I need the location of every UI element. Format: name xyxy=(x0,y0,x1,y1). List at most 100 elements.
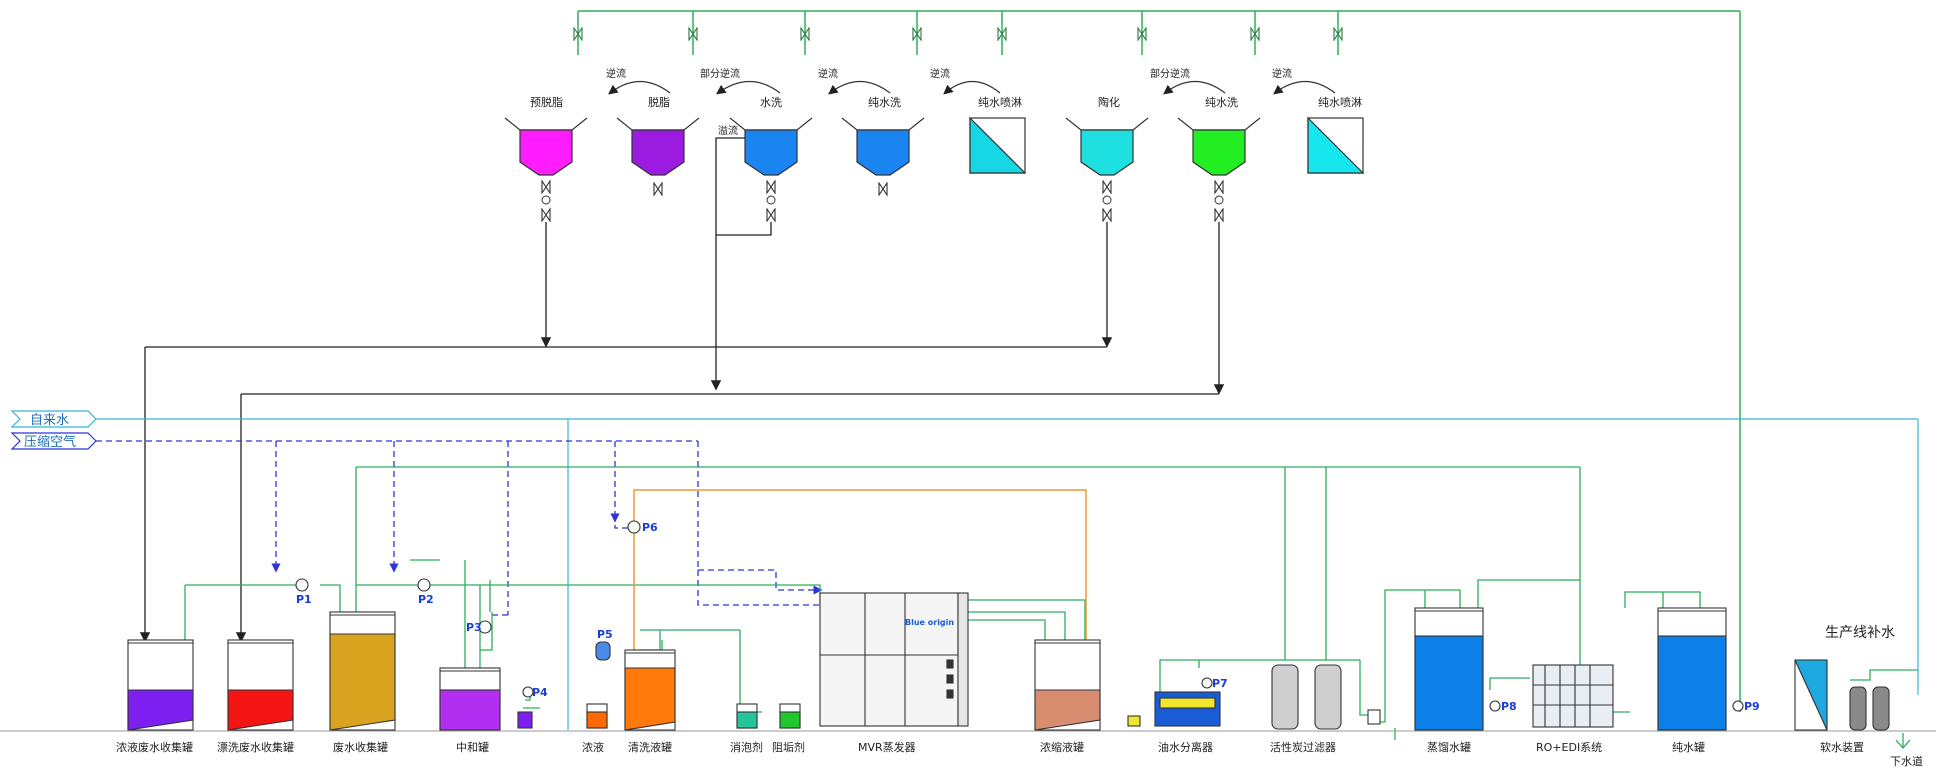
label-antiscalant: 阻垢剂 xyxy=(772,740,805,754)
pump-icon[interactable] xyxy=(595,641,611,661)
tank-label: 纯水洗 xyxy=(1205,96,1238,109)
label-mvr: MVR蒸发器 xyxy=(858,740,916,754)
pure-water-spray-2 xyxy=(1307,116,1365,174)
valve-icon[interactable] xyxy=(766,208,776,222)
neutral-tank xyxy=(439,667,533,731)
pump-icon[interactable] xyxy=(478,620,492,634)
label-rinse-tank: 漂洗废水收集罐 xyxy=(217,740,294,754)
softener xyxy=(1794,659,1890,731)
oil-separator xyxy=(1127,691,1221,727)
pump-icon[interactable] xyxy=(417,578,431,592)
valve-icon[interactable] xyxy=(1102,208,1112,222)
compressed-air-label: 压缩空气 xyxy=(24,434,76,450)
valve-icon[interactable] xyxy=(1214,208,1224,222)
tank-label: 陶化 xyxy=(1098,95,1120,109)
degrease-tank xyxy=(616,117,700,176)
tank-label: 纯水喷淋 xyxy=(1318,96,1362,109)
pump-icon[interactable] xyxy=(1489,700,1501,712)
valve-icon[interactable] xyxy=(878,182,888,196)
flow-label: 部分逆流 xyxy=(1150,67,1190,80)
pump-label: P3 xyxy=(466,621,482,634)
compressed-air-source: 压缩空气 xyxy=(10,432,823,616)
pump-label: P8 xyxy=(1501,700,1517,713)
pump-label: P7 xyxy=(1212,677,1228,690)
pure-water-spray-1 xyxy=(969,116,1027,174)
valve-icon[interactable] xyxy=(541,180,551,194)
label-clean-tank: 清洗液罐 xyxy=(628,740,672,754)
water-wash-tank xyxy=(729,117,813,176)
pre-degrease-tank xyxy=(504,117,588,176)
concentrate-tank xyxy=(1034,639,1101,731)
pure-water-header xyxy=(577,10,1741,712)
tap-water-label: 自来水 xyxy=(30,413,69,428)
tank-label: 脱脂 xyxy=(648,95,670,109)
cleaning-tank xyxy=(624,649,676,731)
mvr-brand: Blue origin xyxy=(905,618,954,627)
waste-collect-tank xyxy=(329,611,396,731)
pump-label: P4 xyxy=(532,686,548,699)
tank-outlet-valves xyxy=(541,180,1224,222)
counterflow-arcs xyxy=(608,81,1336,95)
drain-lines xyxy=(139,137,1225,643)
flow-label: 逆流 xyxy=(606,67,626,80)
pure-water-wash-tank xyxy=(841,117,925,176)
rinse-waste-tank xyxy=(227,639,294,731)
pump-label: P6 xyxy=(642,521,658,534)
pretreatment-tanks xyxy=(504,116,1365,176)
label-conc-tank: 浓液废水收集罐 xyxy=(116,740,193,754)
valve-icon[interactable] xyxy=(1214,180,1224,194)
antiscalant-drum xyxy=(779,703,801,729)
label-oil-sep: 油水分离器 xyxy=(1158,740,1213,754)
carbon-filters xyxy=(1271,664,1381,730)
pump-icon[interactable] xyxy=(1201,677,1213,689)
label-conc-liquid: 浓液 xyxy=(582,740,604,754)
conc-waste-tank xyxy=(127,639,194,731)
pump-icon[interactable] xyxy=(522,686,534,698)
pump-icon[interactable] xyxy=(295,578,309,592)
conc-liquid-drum xyxy=(586,703,608,729)
label-ro-edi: RO+EDI系统 xyxy=(1536,741,1602,754)
valve-icon[interactable] xyxy=(653,182,663,196)
pumps xyxy=(295,520,1744,712)
outlet-checks xyxy=(541,195,1224,205)
mvr-evaporator xyxy=(819,592,969,727)
flow-label: 逆流 xyxy=(1272,67,1292,80)
valve-icon[interactable] xyxy=(1102,180,1112,194)
label-softener: 软水装置 xyxy=(1820,740,1864,754)
flow-label: 部分逆流 xyxy=(700,67,740,80)
valve-icon[interactable] xyxy=(541,208,551,222)
label-pure-tank: 纯水罐 xyxy=(1672,741,1705,754)
label-waste-tank: 废水收集罐 xyxy=(333,740,388,754)
flow-label: 逆流 xyxy=(930,67,950,80)
tap-water-source: 自来水 xyxy=(10,410,1919,730)
tank-label: 纯水喷淋 xyxy=(978,96,1022,109)
label-carbon-filter: 活性炭过滤器 xyxy=(1270,740,1336,754)
label-neutral-tank: 中和罐 xyxy=(456,741,489,754)
tank-label: 预脱脂 xyxy=(530,95,563,109)
valve-icon[interactable] xyxy=(766,180,776,194)
distilled-water-tank xyxy=(1414,607,1484,731)
pump-label: P1 xyxy=(296,593,312,606)
pump-icon[interactable] xyxy=(1732,700,1744,712)
pump-icon[interactable] xyxy=(627,520,641,534)
header-valves xyxy=(573,27,1343,41)
flow-label: 逆流 xyxy=(818,67,838,80)
overflow-label: 溢流 xyxy=(718,124,738,137)
pure-water-tank xyxy=(1657,607,1727,731)
label-drain: 下水道 xyxy=(1890,754,1923,768)
defoamer-drum xyxy=(736,703,758,729)
label-concentrate-tank: 浓缩液罐 xyxy=(1040,740,1084,754)
pure-water-wash-tank-2 xyxy=(1177,117,1261,176)
label-distilled-tank: 蒸馏水罐 xyxy=(1427,740,1471,754)
tank-label: 水洗 xyxy=(760,96,782,109)
bottom-equipment xyxy=(127,592,1890,731)
ceramic-tank xyxy=(1065,117,1149,176)
pump-label: P2 xyxy=(418,593,434,606)
label-makeup: 生产线补水 xyxy=(1825,625,1895,641)
pump-label: P9 xyxy=(1744,700,1760,713)
label-defoamer: 消泡剂 xyxy=(730,740,763,754)
pump-label: P5 xyxy=(597,628,613,641)
ro-edi-system xyxy=(1532,664,1614,728)
drain-icon xyxy=(1895,733,1911,749)
